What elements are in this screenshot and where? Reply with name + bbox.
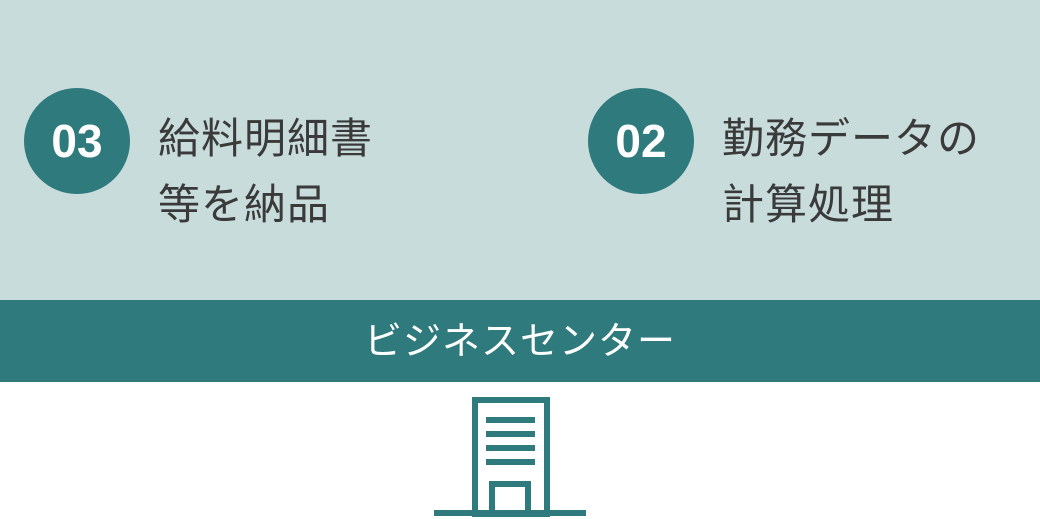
business-center-band: ビジネスセンター [0, 300, 1040, 382]
step-description-line: 勤務データの [722, 114, 981, 163]
building-icon [434, 397, 586, 517]
step-number-badge: 02 [588, 88, 694, 194]
step-description-line: 給料明細書 [158, 114, 374, 163]
step-description: 勤務データの 計算処理 [722, 106, 1022, 238]
building-door [489, 481, 531, 516]
top-panel: 03 給料明細書 等を納品 02 勤務データの 計算処理 [0, 0, 1040, 300]
step-description-line: 等を納品 [158, 180, 331, 229]
step-number-badge: 03 [24, 88, 130, 194]
step-description: 給料明細書 等を納品 [158, 106, 458, 238]
step-description-line: 計算処理 [722, 180, 895, 229]
